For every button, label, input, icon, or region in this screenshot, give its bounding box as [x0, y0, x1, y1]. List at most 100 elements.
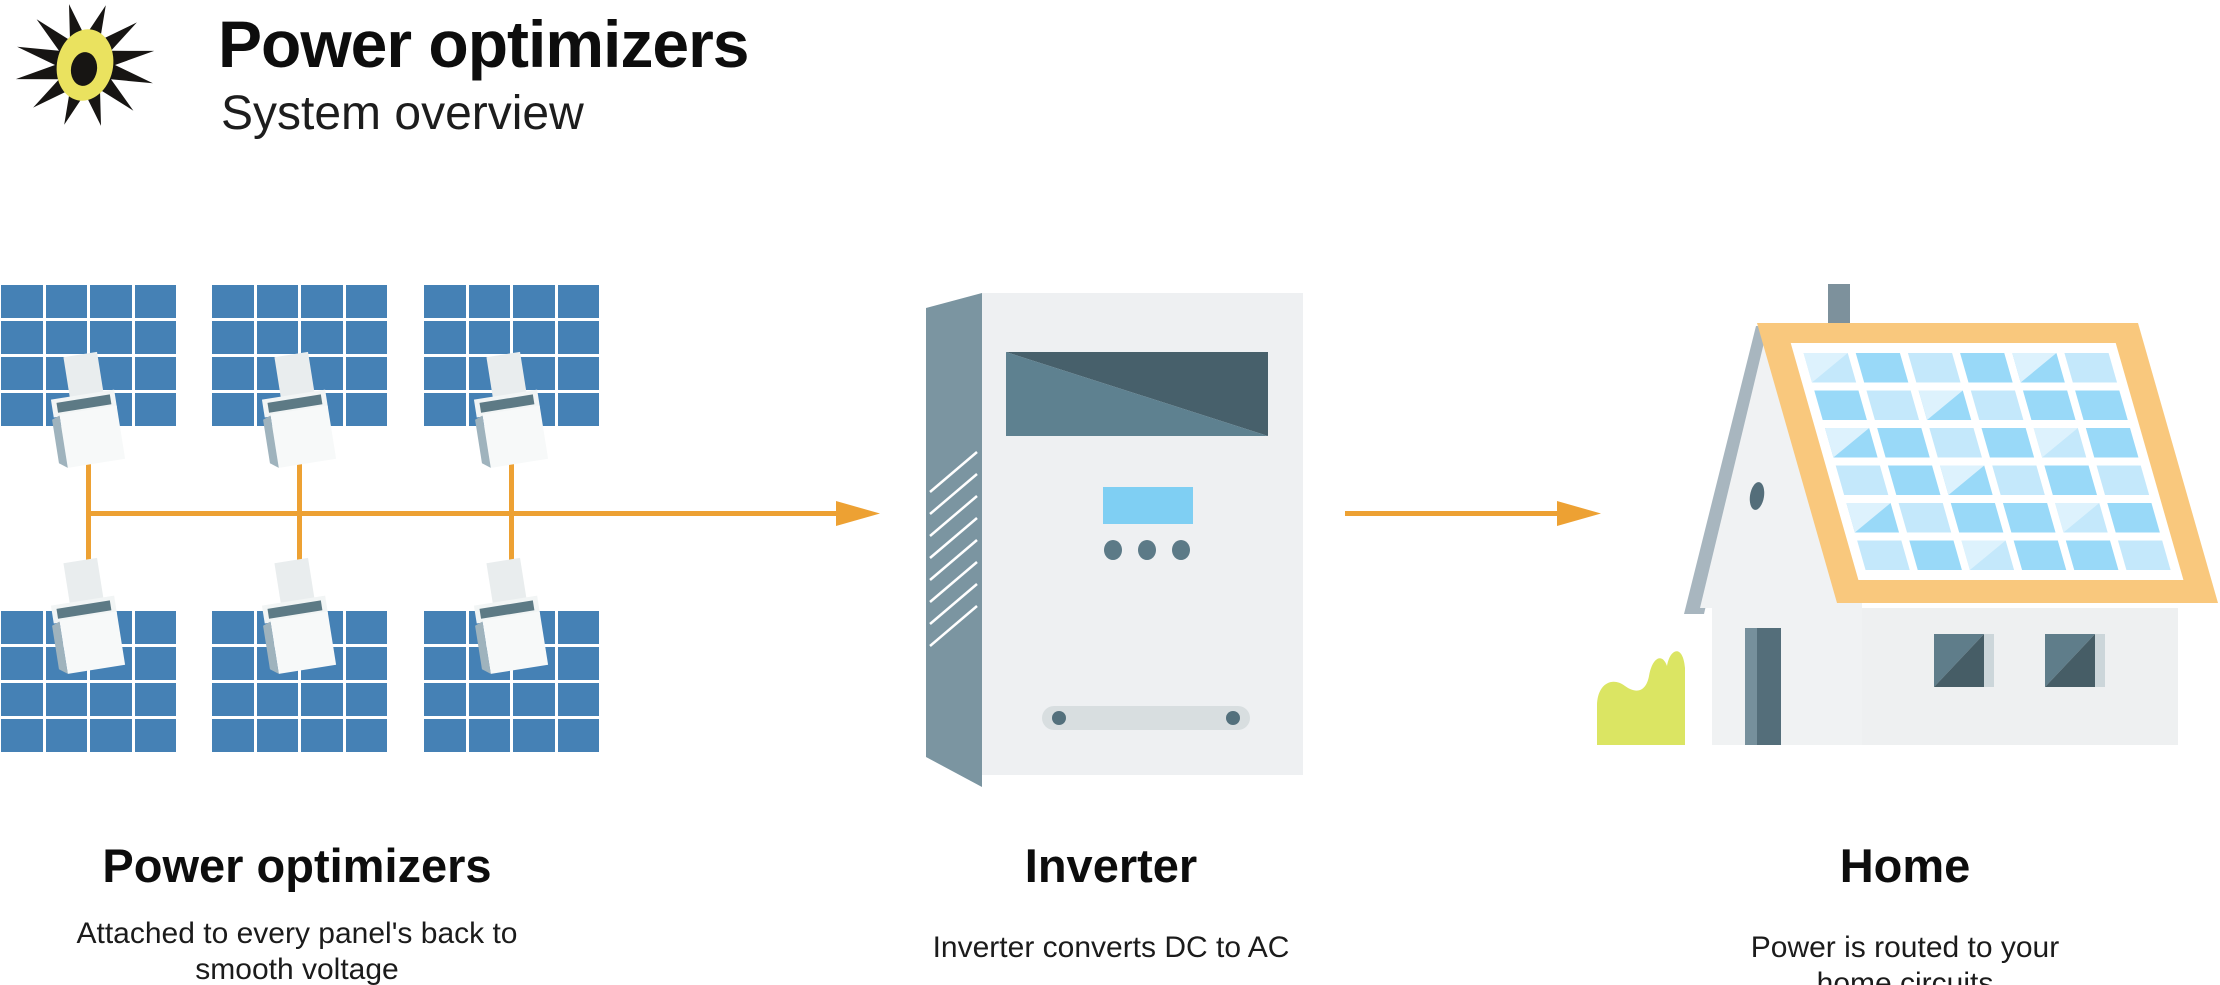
panel-cell — [1, 683, 43, 716]
panel-cell — [557, 647, 599, 680]
bush — [1597, 651, 1685, 745]
roof-cell-highlight — [2055, 503, 2100, 533]
inverter-lcd — [1103, 487, 1193, 524]
roof-cell — [1961, 540, 2015, 570]
roof-cell — [2085, 428, 2139, 458]
panel-cell — [424, 285, 466, 318]
panel-cell — [513, 647, 555, 680]
panel-cell — [557, 393, 599, 426]
roof-cell — [1855, 353, 1909, 383]
panel-cell — [424, 719, 466, 752]
panel-cell — [345, 393, 387, 426]
panel-cell — [424, 393, 466, 426]
solar-panel — [212, 285, 387, 426]
panel-cell — [90, 647, 132, 680]
dc-arrow-icon — [836, 501, 880, 526]
panel-cell — [513, 683, 555, 716]
page-header: Power optimizers System overview — [0, 0, 2220, 170]
panel-cell — [557, 285, 599, 318]
roof-cell — [1866, 390, 1920, 420]
panel-cell — [513, 321, 555, 354]
panel-cell — [468, 321, 510, 354]
panel-cell — [301, 611, 343, 644]
roof-cell — [1960, 353, 2013, 383]
panel-cell — [256, 321, 298, 354]
ac-wire — [1345, 511, 1559, 516]
panel-cell — [301, 683, 343, 716]
panel-cell — [45, 321, 87, 354]
roof-cell — [2022, 390, 2076, 420]
bus-wire — [86, 511, 838, 516]
panel-cell — [557, 719, 599, 752]
roof-cell — [1803, 353, 1857, 383]
panel-cell — [468, 647, 510, 680]
roof-cell — [2064, 353, 2118, 383]
roof-cell-highlight — [1940, 465, 1985, 495]
panel-cell — [256, 647, 298, 680]
section-caption-home: Power is routed to your home circuits — [1750, 931, 2060, 985]
panel-cell — [301, 647, 343, 680]
roof-cell — [2065, 540, 2119, 570]
inverter-handle — [1042, 706, 1250, 730]
panel-cell — [345, 285, 387, 318]
roof-cell — [1887, 465, 1941, 495]
roof-cell — [2033, 428, 2087, 458]
panel-cell — [1, 321, 43, 354]
panel-cell — [424, 683, 466, 716]
roof-cell — [2002, 503, 2056, 533]
inverter-button — [1104, 540, 1122, 560]
panel-cell — [256, 393, 298, 426]
inverter-illustration — [926, 293, 1303, 787]
roof-cell — [1929, 428, 1982, 458]
panel-cell — [45, 719, 87, 752]
panel-cell — [90, 393, 132, 426]
panel-cell — [45, 357, 87, 390]
panel-cell — [345, 611, 387, 644]
vent-hatch — [929, 451, 978, 647]
panel-cell — [557, 321, 599, 354]
sun-pupil — [70, 52, 98, 86]
panel-cell — [301, 321, 343, 354]
panel-cell — [90, 611, 132, 644]
roof-cell — [1909, 540, 1962, 570]
panel-cell — [212, 321, 254, 354]
roof-cell — [2075, 390, 2128, 420]
panel-cell — [256, 683, 298, 716]
inverter-button — [1138, 540, 1156, 560]
panel-cell — [134, 357, 176, 390]
roof-cell — [2044, 465, 2097, 495]
roof-cell — [1992, 465, 2045, 495]
window — [1934, 634, 1994, 687]
panel-cell — [134, 611, 176, 644]
panel-cell — [468, 719, 510, 752]
panel-cell — [424, 647, 466, 680]
section-heading-home: Home — [1839, 839, 1971, 892]
panel-cell — [301, 393, 343, 426]
panel-cell — [256, 719, 298, 752]
panel-cell — [424, 321, 466, 354]
sun-icon — [15, 4, 155, 126]
roof-cell — [2012, 353, 2065, 383]
panel-cell — [134, 285, 176, 318]
panel-cell — [212, 357, 254, 390]
panel-cell — [424, 357, 466, 390]
panel-cell — [468, 357, 510, 390]
roof-cell — [1814, 390, 1867, 420]
panel-cell — [345, 321, 387, 354]
roof-cell-highlight — [1803, 353, 1848, 383]
panel-cell — [345, 357, 387, 390]
panel-cell — [90, 321, 132, 354]
panel-cell — [90, 719, 132, 752]
panel-cell — [468, 393, 510, 426]
roof-cell — [1940, 465, 1993, 495]
panel-cell — [1, 611, 43, 644]
panel-cell — [45, 285, 87, 318]
roof-cell — [1835, 465, 1889, 495]
panel-cell — [301, 719, 343, 752]
panel-cell — [1, 357, 43, 390]
panel-cell — [134, 683, 176, 716]
panel-cell — [1, 285, 43, 318]
roof-solar-panel — [1757, 323, 2218, 603]
roof-cell — [1981, 428, 2035, 458]
panel-cell — [45, 683, 87, 716]
